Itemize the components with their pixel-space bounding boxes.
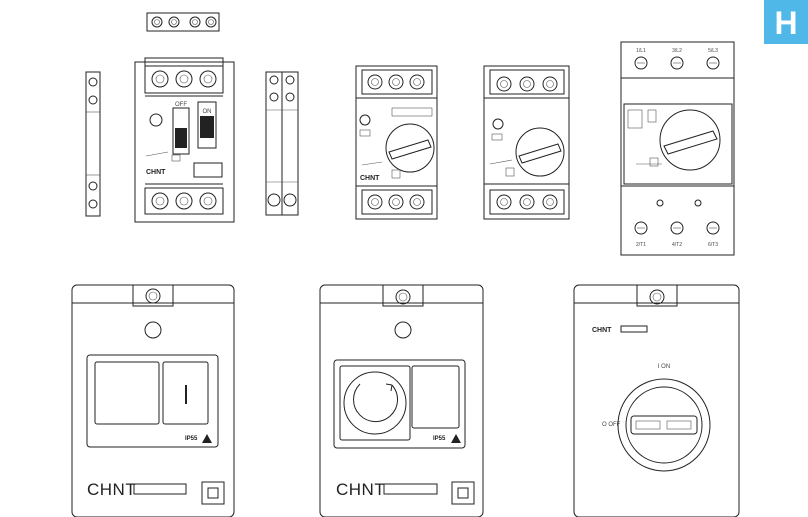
enclosure2-brand: CHNT xyxy=(336,480,385,499)
terminal-label: 6/T3 xyxy=(708,242,718,248)
corner-logo-letter: H xyxy=(774,5,797,41)
warning-triangle-icon xyxy=(451,434,461,443)
motor-starter-rotary-unit-a: CHNT xyxy=(355,65,438,220)
unit2-brand: CHNT xyxy=(360,175,380,182)
side-auxiliary-contact-left xyxy=(85,71,101,217)
enclosure-rotary-switch: CHNT I ON O OFF xyxy=(573,284,740,517)
terminal-label: 3/L2 xyxy=(672,48,682,54)
corner-logo-badge: H xyxy=(764,0,808,44)
terminal-label: 1/L1 xyxy=(636,48,646,54)
enclosure2-ip-rating: IP55 xyxy=(433,436,446,442)
accessory-busbar-strip xyxy=(146,12,220,32)
terminal-label: 5/L3 xyxy=(708,48,718,54)
unit1-brand: CHNT xyxy=(146,169,166,176)
warning-triangle-icon xyxy=(202,434,212,443)
motor-starter-rotary-unit-b xyxy=(483,65,570,220)
enclosure-emergency-stop: IP55 CHNT xyxy=(319,284,484,517)
enclosure-pushbutton: IP55 CHNT xyxy=(71,284,235,517)
rotary-off-label: O OFF xyxy=(602,422,621,428)
motor-starter-large-unit: 1/L1 3/L2 5/L3 2/T1 4/T2 6/T3 xyxy=(620,41,735,256)
rotary-on-label: I ON xyxy=(658,364,670,370)
terminal-label: 2/T1 xyxy=(636,242,646,248)
terminal-label: 4/T2 xyxy=(672,242,682,248)
side-auxiliary-contact-double xyxy=(265,71,299,216)
on-button-label: ON xyxy=(203,109,212,115)
corner-logo-background xyxy=(764,0,808,44)
enclosure1-brand: CHNT xyxy=(87,480,136,499)
enclosure1-ip-rating: IP55 xyxy=(185,436,198,442)
off-button-label: OFF xyxy=(175,102,187,108)
enclosure3-brand: CHNT xyxy=(592,327,612,334)
motor-starter-pushbutton-unit: OFF ON CHNT xyxy=(134,57,235,223)
